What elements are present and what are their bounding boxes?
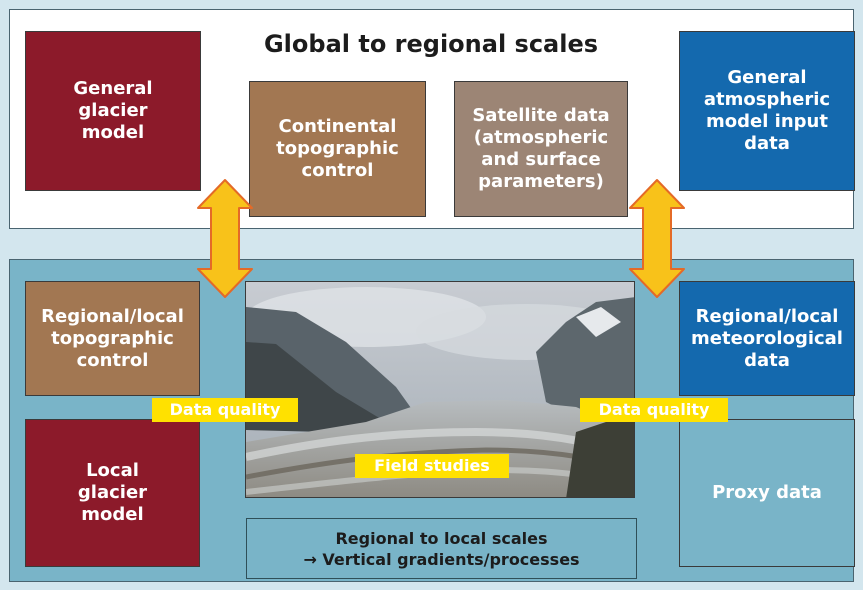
continental-topographic-control-box: Continental topographic control [249, 81, 426, 217]
page-title: Global to regional scales [263, 30, 599, 58]
caption-line-1: Regional to local scales [335, 528, 548, 548]
caption-box: Regional to local scales → Vertical grad… [246, 518, 637, 579]
caption-line-2: → Vertical gradients/processes [303, 549, 580, 569]
data-quality-left-label: Data quality [152, 398, 298, 422]
local-glacier-model-box: Local glacier model [25, 419, 200, 567]
glacier-photo [245, 281, 635, 498]
general-glacier-model-box: General glacier model [25, 31, 201, 191]
regional-local-meteorological-data-box: Regional/local meteorological data [679, 281, 855, 396]
general-atmospheric-model-input-data-box: General atmospheric model input data [679, 31, 855, 191]
proxy-data-box: Proxy data [679, 419, 855, 567]
data-quality-right-label: Data quality [580, 398, 728, 422]
satellite-data-box: Satellite data (atmospheric and surface … [454, 81, 628, 217]
glacier-photo-illustration [246, 282, 634, 497]
field-studies-label: Field studies [355, 454, 509, 478]
regional-local-topographic-control-box: Regional/local topographic control [25, 281, 200, 396]
